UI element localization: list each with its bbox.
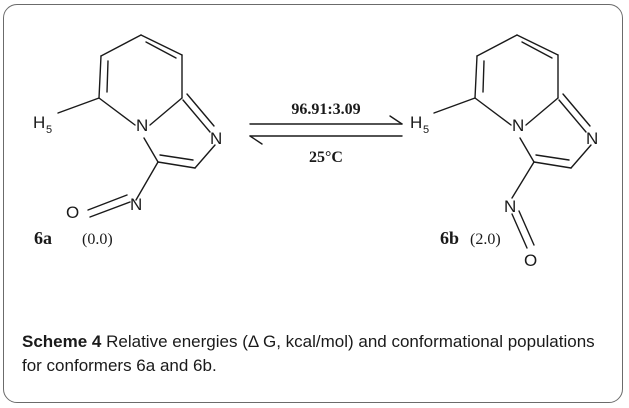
imidazole-nitrogen-6a: N xyxy=(210,129,222,148)
methyl-sub-6a: 5 xyxy=(46,124,52,136)
label-6a: 6a (0.0) xyxy=(34,228,113,248)
methyl-h-6a: H xyxy=(33,113,45,132)
nitroso-oxygen-6b: O xyxy=(524,251,537,270)
molecule-6a-atoms: N N N O H 5 xyxy=(33,113,222,222)
nitroso-oxygen-6a: O xyxy=(66,203,79,222)
energy-6b: (2.0) xyxy=(470,231,501,248)
molecule-6b-atoms: N N N O H 5 xyxy=(410,113,598,270)
equilibrium-arrows xyxy=(249,115,403,145)
compound-id-6b: 6b xyxy=(440,228,459,248)
molecule-6a-bonds xyxy=(57,34,216,218)
compound-id-6a: 6a xyxy=(34,228,52,248)
nitroso-nitrogen-6a: N xyxy=(130,195,142,214)
molecule-6b-bonds xyxy=(433,34,592,249)
methyl-sub-6b: 5 xyxy=(423,124,429,136)
methyl-h-6b: H xyxy=(410,113,422,132)
caption-text: Relative energies (Δ G, kcal/mol) and co… xyxy=(22,332,595,375)
caption-lead: Scheme 4 xyxy=(22,332,102,351)
label-6b: 6b (2.0) xyxy=(440,228,501,248)
ring-nitrogen-6a: N xyxy=(136,116,148,135)
energy-6a: (0.0) xyxy=(82,231,113,248)
scheme-caption: Scheme 4 Relative energies (Δ G, kcal/mo… xyxy=(22,330,612,378)
ratio-label: 96.91:3.09 xyxy=(291,101,360,118)
reaction-scheme: N N N O H 5 6a (0.0) 96.91:3.09 25°C xyxy=(33,34,598,270)
imidazole-nitrogen-6b: N xyxy=(586,129,598,148)
ring-nitrogen-6b: N xyxy=(512,116,524,135)
nitroso-nitrogen-6b: N xyxy=(504,197,516,216)
temperature-label: 25°C xyxy=(309,149,343,166)
